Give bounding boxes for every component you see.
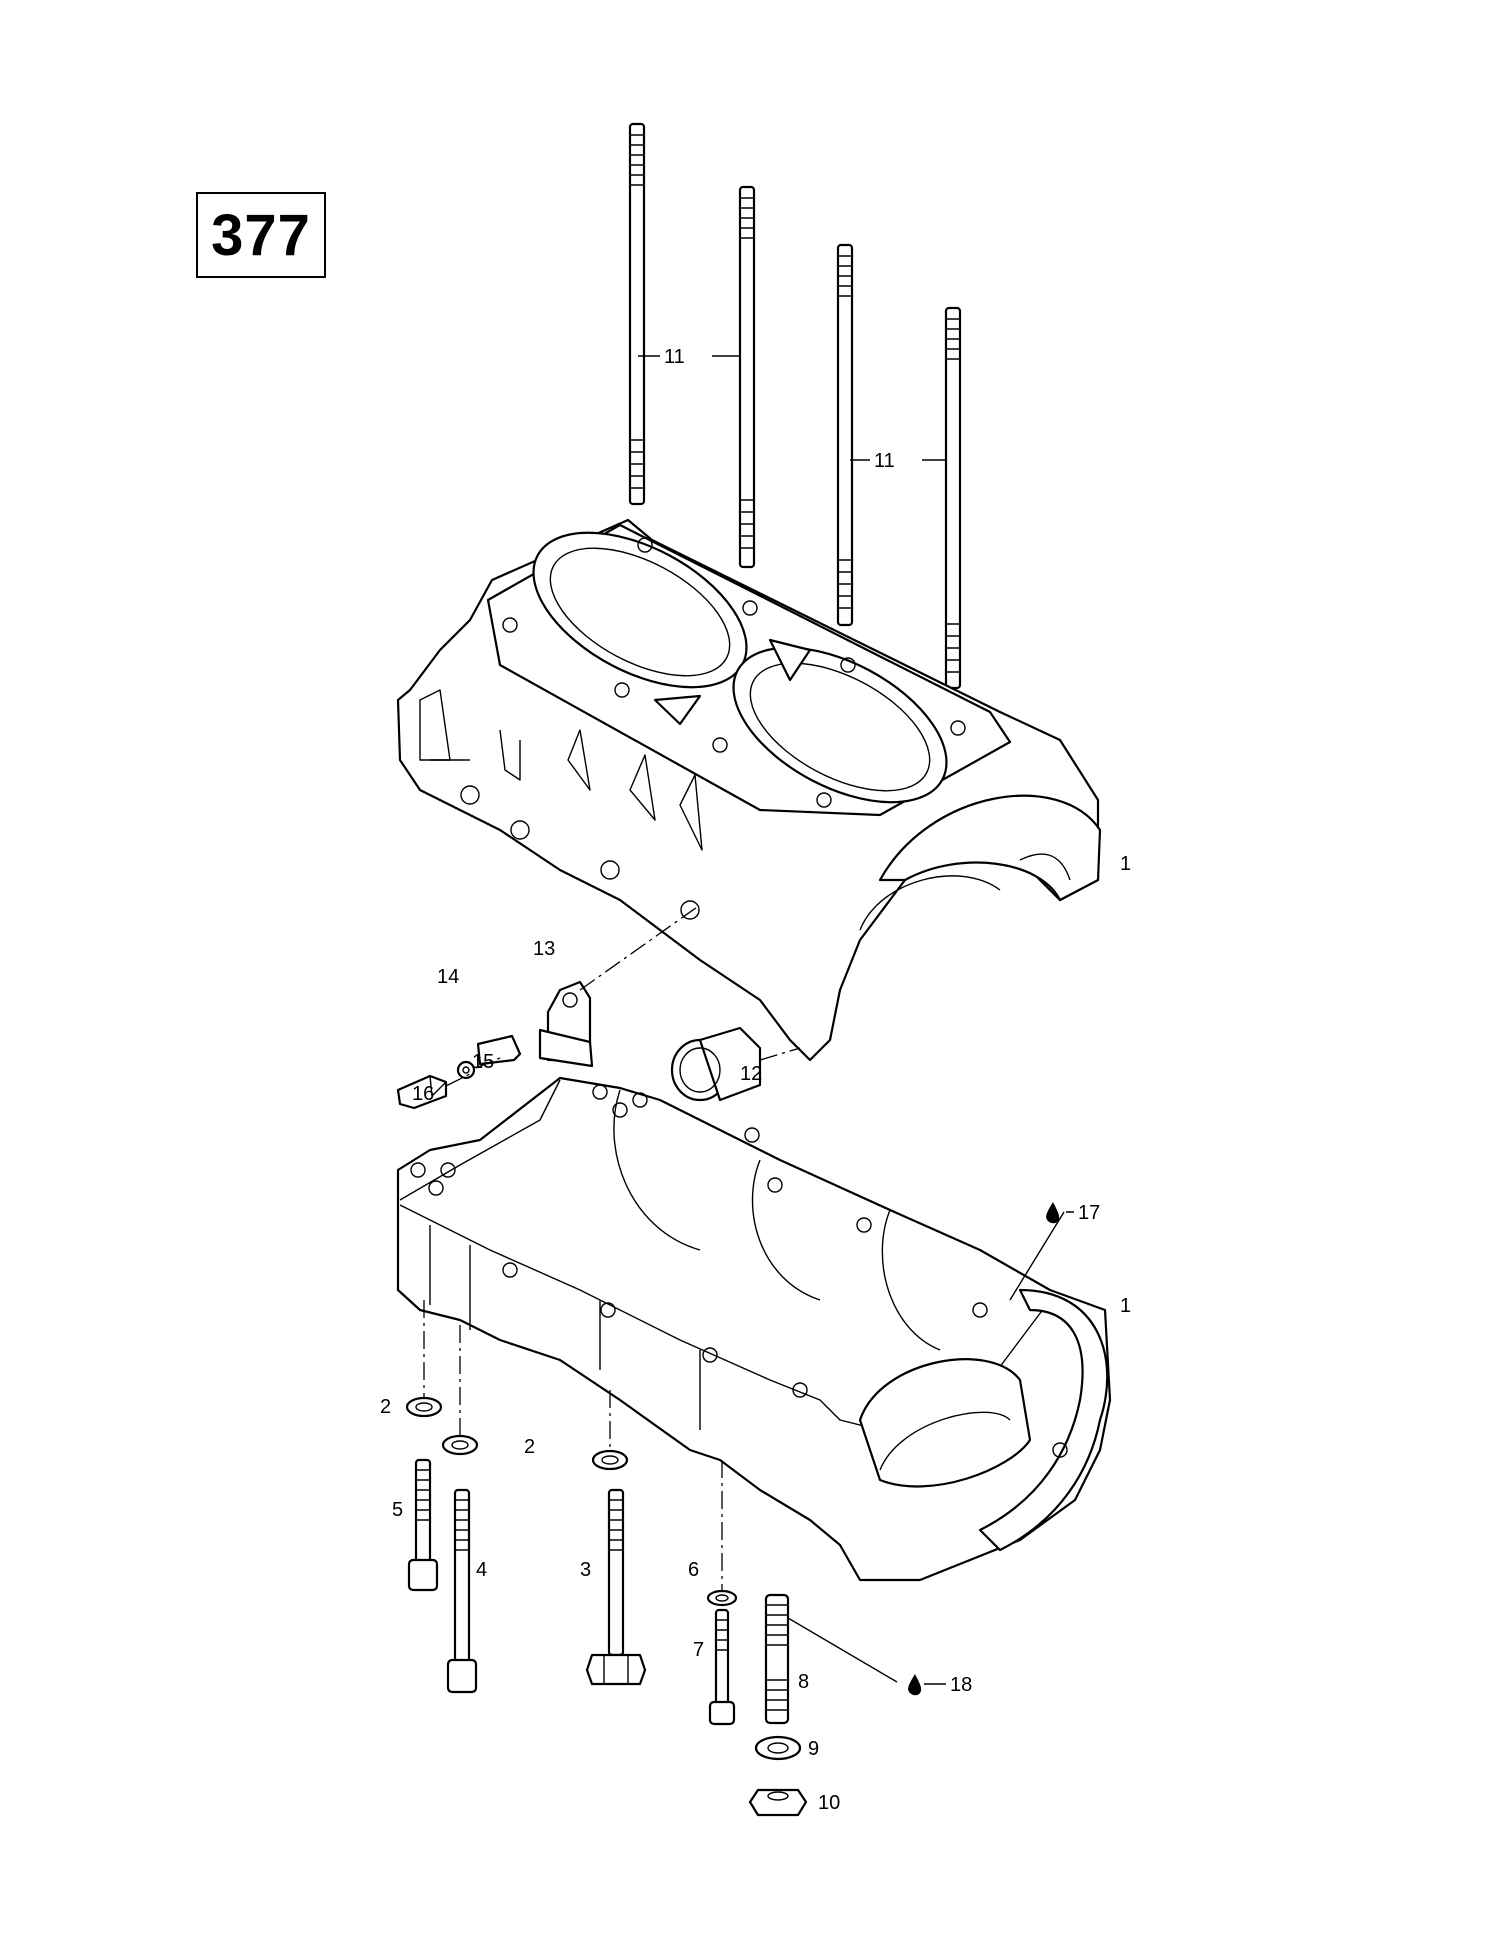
fastener-group bbox=[407, 1300, 808, 1817]
callout-16: 16 bbox=[412, 1083, 434, 1105]
page-number-box: 377 bbox=[196, 192, 326, 278]
callout-2a: 2 bbox=[380, 1396, 391, 1418]
callout-15: 15 bbox=[472, 1051, 494, 1073]
callout-12: 12 bbox=[740, 1063, 762, 1085]
callout-6: 6 bbox=[688, 1559, 699, 1581]
callout-17: 17 bbox=[1078, 1202, 1100, 1224]
callout-8: 8 bbox=[798, 1671, 809, 1693]
callout-7: 7 bbox=[693, 1639, 704, 1661]
callout-18: 18 bbox=[950, 1674, 972, 1696]
drop-icon bbox=[908, 1674, 922, 1696]
page-number: 377 bbox=[211, 202, 311, 268]
callout-2b: 2 bbox=[524, 1436, 535, 1458]
drop-icon bbox=[1046, 1202, 1060, 1224]
callout-10: 10 bbox=[818, 1792, 840, 1814]
upper-crankcase bbox=[396, 518, 1102, 1062]
bracket-assembly bbox=[396, 904, 701, 1110]
callout-labels: 11 11 1 13 14 15 16 12 17 1 2 2 5 4 3 6 … bbox=[380, 346, 1131, 1814]
lower-crankcase bbox=[396, 1076, 1112, 1582]
callout-14: 14 bbox=[437, 966, 459, 988]
callout-5: 5 bbox=[392, 1499, 403, 1521]
callout-11a: 11 bbox=[664, 346, 685, 368]
callout-11b: 11 bbox=[874, 450, 895, 472]
callout-1a: 1 bbox=[1120, 853, 1131, 875]
callout-9: 9 bbox=[808, 1738, 819, 1760]
callout-1b: 1 bbox=[1120, 1295, 1131, 1317]
callout-4: 4 bbox=[476, 1559, 487, 1581]
callout-3: 3 bbox=[580, 1559, 591, 1581]
callout-13: 13 bbox=[533, 938, 555, 960]
stud-1 bbox=[628, 122, 646, 506]
stud-3 bbox=[836, 243, 854, 627]
stud-4 bbox=[944, 306, 962, 690]
stud-2 bbox=[738, 185, 756, 569]
stud-group bbox=[628, 122, 962, 690]
leader-lines bbox=[638, 355, 1074, 1685]
plug bbox=[670, 1026, 801, 1102]
washer-group bbox=[405, 1396, 802, 1761]
